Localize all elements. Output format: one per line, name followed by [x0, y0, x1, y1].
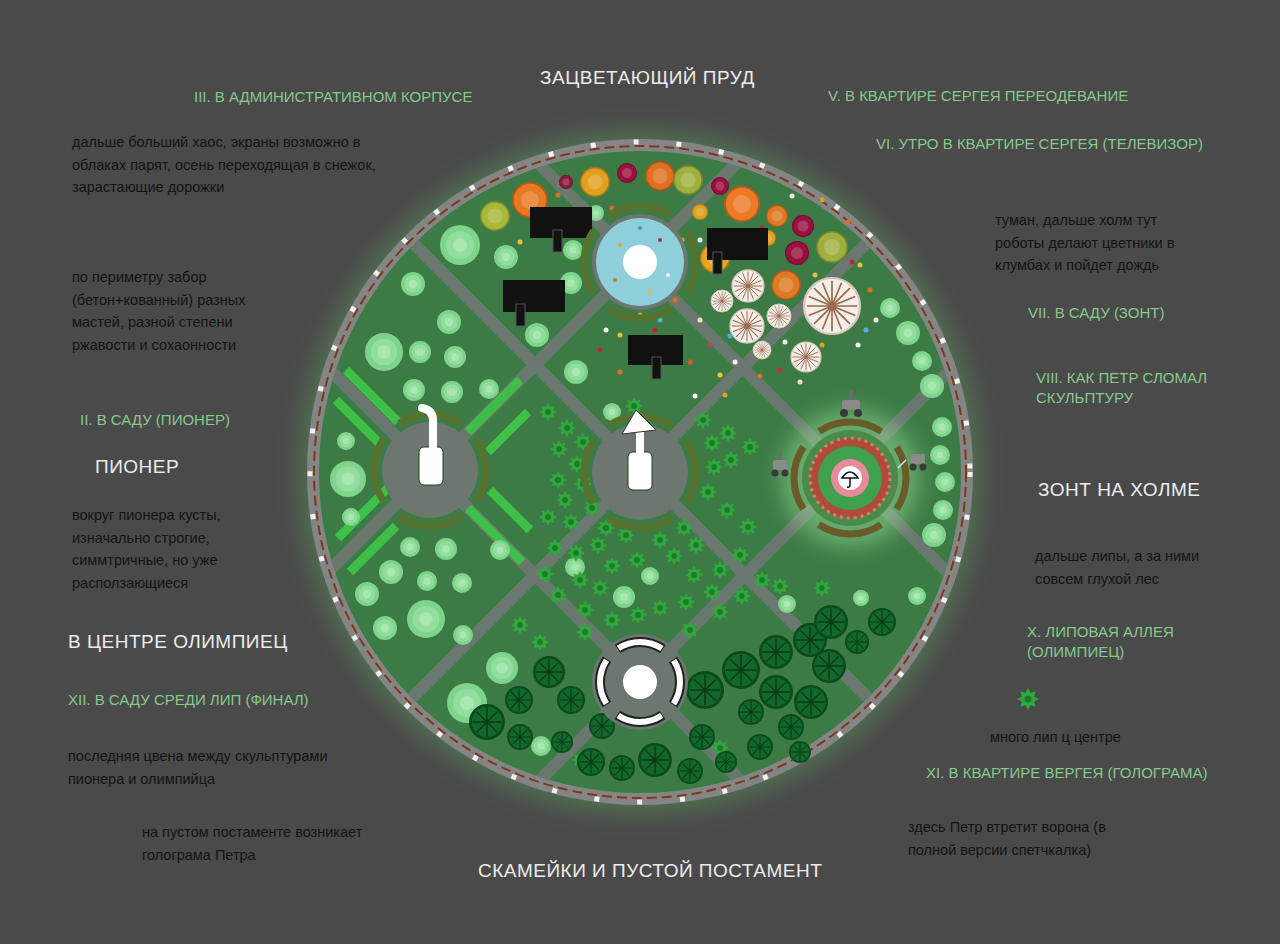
- confetti: [518, 193, 879, 399]
- scene-heading: II. В САДУ (ПИОНЕР): [80, 410, 230, 430]
- linden-icon: [1017, 688, 1039, 710]
- hedges: [336, 370, 530, 572]
- scene-heading: VII. В САДУ (ЗОНТ): [1028, 303, 1164, 323]
- scene-heading: X. ЛИПОВАЯ АЛЛЕЯ (ОЛИМПИЕЦ): [1027, 622, 1202, 662]
- light-trees: [330, 205, 955, 756]
- area-title: ЗОНТ НА ХОЛМЕ: [1038, 478, 1200, 502]
- design-note: здесь Петр втретит ворона (в полной верс…: [908, 816, 1128, 861]
- scene-heading: III. В АДМИНИСТРАТИВНОМ КОРПУСЕ: [194, 87, 472, 107]
- design-note: дальше липы, а за ними совсем глухой лес: [1035, 545, 1250, 590]
- design-note: туман, дальше холм тут роботы делают цве…: [995, 209, 1210, 277]
- statues: [419, 408, 656, 490]
- area-title: СКАМЕЙКИ И ПУСТОЙ ПОСТАМЕНТ: [478, 859, 822, 883]
- design-note: по периметру забор (бетон+кованный) разн…: [72, 266, 260, 356]
- linden-trees: [469, 605, 896, 784]
- scene-heading: XI. В КВАРТИРЕ ВЕРГЕЯ (ГОЛОГРАМА): [926, 763, 1207, 783]
- scene-heading: XII. В САДУ СРЕДИ ЛИП (ФИНАЛ): [68, 690, 309, 710]
- autumn-trees: [480, 161, 860, 372]
- design-note: много лип ц центре: [990, 726, 1121, 749]
- scene-heading: VI. УТРО В КВАРТИРЕ СЕРГЕЯ (ТЕЛЕВИЗОР): [876, 134, 1203, 154]
- design-note: вокруг пионера кусты, изначально строгие…: [72, 504, 254, 594]
- design-note: последняя цвена между скульптурами пионе…: [68, 745, 360, 790]
- robots: [772, 390, 927, 477]
- scene-heading: V. В КВАРТИРЕ СЕРГЕЯ ПЕРЕОДЕВАНИЕ: [828, 86, 1128, 106]
- buildings: [503, 207, 768, 379]
- area-title: ЗАЦВЕТАЮЩИЙ ПРУД: [540, 66, 755, 90]
- scene-heading: VIII. КАК ПЕТР СЛОМАЛ СКУЛЬПТУРУ: [1036, 368, 1241, 408]
- design-note: на пустом постаменте возникает голограма…: [142, 821, 387, 866]
- area-title: В ЦЕНТРЕ ОЛИМПИЕЦ: [68, 630, 288, 654]
- design-note: дальше больший хаос, экраны возможно в о…: [72, 131, 382, 199]
- area-title: ПИОНЕР: [95, 455, 179, 479]
- bushes: [511, 397, 831, 768]
- plazas: [374, 206, 920, 730]
